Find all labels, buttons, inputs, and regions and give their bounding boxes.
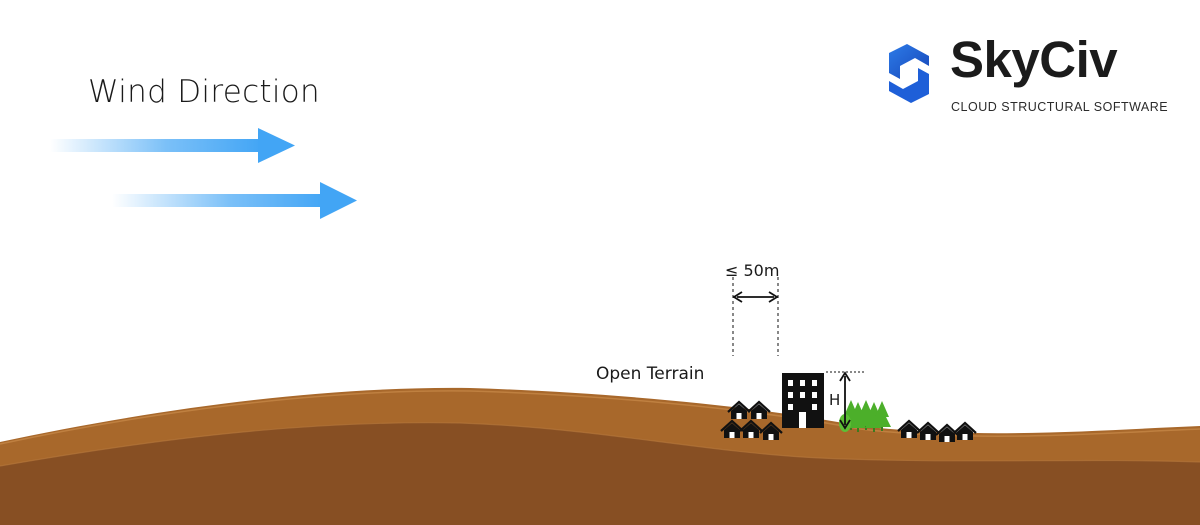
height-dimension <box>826 371 866 430</box>
brand-name: SkyCiv <box>950 31 1118 88</box>
wind-direction-title: Wind Direction <box>88 74 321 110</box>
tree-cluster <box>839 400 891 432</box>
wind-arrow-lower <box>112 182 357 219</box>
distance-dimension <box>732 277 779 356</box>
height-label: H <box>829 391 841 409</box>
building <box>782 373 824 428</box>
open-terrain-label: Open Terrain <box>596 364 705 384</box>
wind-arrow-upper <box>50 128 295 163</box>
ground-layer-boundary <box>0 422 1200 467</box>
brand-tagline: CLOUD STRUCTURAL SOFTWARE <box>951 100 1169 114</box>
distance-label: ≤ 50m <box>725 261 780 280</box>
ground-surface-highlight <box>0 390 1200 445</box>
ground-lower-layer <box>0 422 1200 525</box>
skyciv-hexagon-logo-icon <box>889 44 929 103</box>
